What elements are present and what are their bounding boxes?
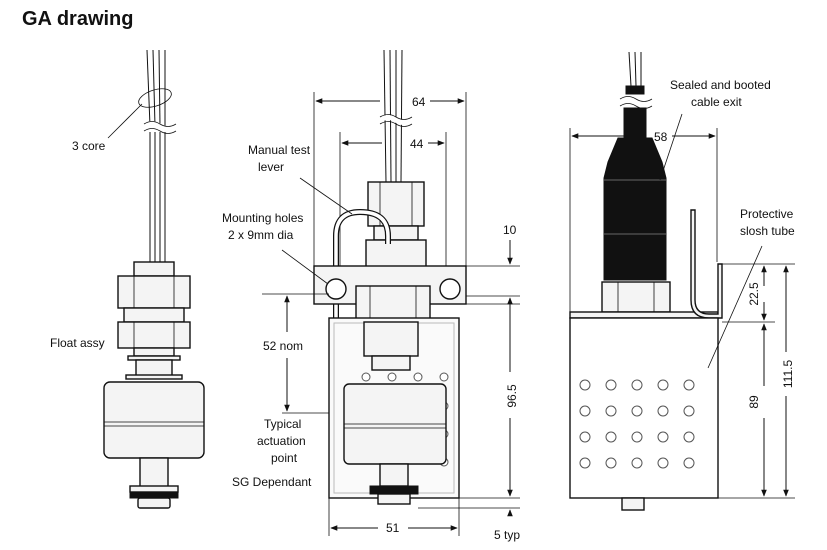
label-manual-test-2: lever (258, 160, 284, 174)
dim-10: 10 (503, 223, 517, 237)
cable-wires (142, 49, 178, 262)
left-view-float-switch: 3 core Float assy (50, 49, 205, 509)
dim-44: 44 (410, 137, 424, 151)
center-view-assembly: 64 44 Manual test lever Mounting holes 2 (222, 49, 520, 542)
label-typical-4: SG Dependant (232, 475, 312, 489)
right-view-assembly: 58 Sealed and booted cable exit Protecti… (569, 51, 795, 511)
dim-58: 58 (654, 130, 668, 144)
label-sealed-1: Sealed and booted (670, 78, 771, 92)
drawing-title: GA drawing (22, 8, 134, 30)
label-protective-2: slosh tube (740, 224, 795, 238)
dim-5-typ: 5 typ (494, 528, 520, 542)
protective-slosh-tube (569, 317, 719, 499)
top-fitting (117, 261, 191, 380)
dim-96-5: 96.5 (505, 384, 519, 408)
label-protective-1: Protective (740, 207, 794, 221)
float-body (103, 381, 205, 509)
dim-89: 89 (747, 395, 761, 409)
core-highlight-ellipse (138, 88, 172, 108)
label-typical-2: actuation (257, 434, 306, 448)
label-3-core: 3 core (72, 139, 106, 153)
right-tube-holes (579, 379, 695, 469)
dim-111-5: 111.5 (781, 360, 795, 389)
center-cable (378, 49, 414, 183)
label-sealed-2: cable exit (691, 95, 742, 109)
dim-22-5: 22.5 (747, 282, 761, 306)
label-mounting-1: Mounting holes (222, 211, 303, 225)
label-manual-test-1: Manual test (248, 143, 311, 157)
dim-64: 64 (412, 95, 426, 109)
label-float-assy: Float assy (50, 336, 105, 350)
dim-52-nom: 52 nom (263, 339, 303, 353)
center-upper-fitting (365, 181, 427, 269)
dim-51: 51 (386, 521, 400, 535)
label-typical-1: Typical (264, 417, 301, 431)
label-mounting-2: 2 x 9mm dia (228, 228, 294, 242)
cable-boot (603, 137, 667, 281)
label-typical-3: point (271, 451, 298, 465)
